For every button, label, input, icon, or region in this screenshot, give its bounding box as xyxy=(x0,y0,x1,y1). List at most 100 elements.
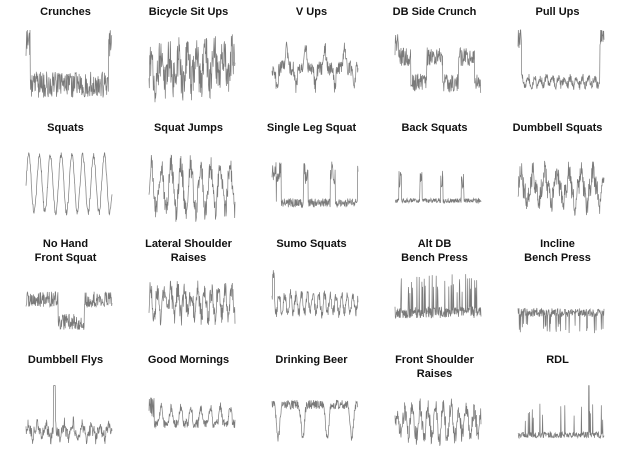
chart-panel: Single Leg Squat xyxy=(250,116,373,232)
signal-series-line xyxy=(25,385,113,445)
chart-title-line: Front Squat xyxy=(34,252,97,264)
chart-title: Dumbbell Squats xyxy=(496,121,619,135)
chart-panel: RDL xyxy=(496,348,619,464)
chart-title-line: DB Side Crunch xyxy=(392,6,477,18)
chart-panel: Dumbbell Squats xyxy=(496,116,619,232)
signal-series-line xyxy=(271,270,359,319)
chart-title-line: Bicycle Sit Ups xyxy=(148,6,229,18)
chart-panel: Pull Ups xyxy=(496,0,619,116)
chart-title-line: Bench Press xyxy=(401,252,468,264)
chart-title-line: Alt DB xyxy=(417,238,452,250)
chart-title: V Ups xyxy=(250,5,373,19)
chart-title: Pull Ups xyxy=(496,5,619,19)
chart-title-line: RDL xyxy=(546,354,569,366)
signal-plot xyxy=(271,399,359,442)
signal-plot xyxy=(394,170,482,205)
chart-title-line: Squat Jumps xyxy=(153,122,224,134)
chart-title: Squat Jumps xyxy=(127,121,250,135)
chart-title-line: No Hand xyxy=(42,238,89,250)
chart-title-line: Squats xyxy=(47,122,84,134)
signal-series-line xyxy=(271,161,359,209)
chart-title: Good Mornings xyxy=(127,353,250,367)
chart-title-line: Crunches xyxy=(40,6,91,18)
signal-series-line xyxy=(271,399,359,442)
chart-panel: Squats xyxy=(4,116,127,232)
signal-plot xyxy=(517,385,605,440)
signal-plot xyxy=(148,34,236,103)
signal-series-line xyxy=(25,29,113,98)
chart-panel: Bicycle Sit Ups xyxy=(127,0,250,116)
signal-series-line xyxy=(517,307,605,334)
signal-plot xyxy=(517,29,605,91)
signal-series-line xyxy=(148,154,236,222)
chart-title: Dumbbell Flys xyxy=(4,353,127,367)
chart-title-line: Good Mornings xyxy=(147,354,230,366)
chart-title-line: Back Squats xyxy=(401,122,468,134)
chart-title-line: Pull Ups xyxy=(535,6,580,18)
signal-plot xyxy=(517,307,605,334)
signal-plot xyxy=(148,397,236,429)
signal-plot xyxy=(148,280,236,326)
chart-title-line: Raises xyxy=(170,252,207,264)
signal-series-line xyxy=(517,29,605,91)
chart-title: Squats xyxy=(4,121,127,135)
signal-plot xyxy=(394,34,482,93)
chart-panel: Sumo Squats xyxy=(250,232,373,348)
signal-plot xyxy=(271,161,359,209)
chart-title-line: Single Leg Squat xyxy=(266,122,357,134)
chart-title: DB Side Crunch xyxy=(373,5,496,19)
chart-title-line: Dumbbell Flys xyxy=(27,354,104,366)
chart-title-line: Drinking Beer xyxy=(275,354,348,366)
chart-panel: Drinking Beer xyxy=(250,348,373,464)
chart-title: Back Squats xyxy=(373,121,496,135)
chart-title: Alt DB Bench Press xyxy=(373,237,496,265)
chart-title: Sumo Squats xyxy=(250,237,373,251)
chart-title: Single Leg Squat xyxy=(250,121,373,135)
signal-series-line xyxy=(394,398,482,446)
signal-series-line xyxy=(394,274,482,320)
signal-series-line xyxy=(517,385,605,440)
signal-plot xyxy=(394,398,482,446)
signal-series-line xyxy=(148,280,236,326)
chart-title-line: Incline xyxy=(540,238,575,250)
signal-plot xyxy=(394,274,482,320)
signal-plot xyxy=(25,385,113,445)
chart-panel: Alt DB Bench Press xyxy=(373,232,496,348)
chart-title-line: Dumbbell Squats xyxy=(512,122,603,134)
signal-plot xyxy=(271,41,359,93)
chart-panel: Squat Jumps xyxy=(127,116,250,232)
chart-title-line: V Ups xyxy=(295,6,328,18)
chart-title-line: Sumo Squats xyxy=(276,238,347,250)
signal-series-line xyxy=(517,160,605,216)
signal-series-line xyxy=(394,34,482,93)
chart-title: RDL xyxy=(496,353,619,367)
chart-title-line: Front Shoulder xyxy=(395,354,474,366)
signal-plot xyxy=(25,152,113,216)
chart-title-line: Lateral Shoulder xyxy=(145,238,232,250)
chart-title: Drinking Beer xyxy=(250,353,373,367)
signal-series-line xyxy=(25,291,113,331)
signal-series-line xyxy=(394,170,482,205)
signal-plot xyxy=(25,29,113,98)
signal-series-line xyxy=(148,34,236,103)
chart-panel: Good Mornings xyxy=(127,348,250,464)
signal-series-line xyxy=(25,152,113,216)
chart-panel: DB Side Crunch xyxy=(373,0,496,116)
chart-panel: Back Squats xyxy=(373,116,496,232)
signal-series-line xyxy=(271,41,359,93)
chart-title: Crunches xyxy=(4,5,127,19)
signal-plot xyxy=(148,154,236,222)
chart-panel: Dumbbell Flys xyxy=(4,348,127,464)
chart-title: Bicycle Sit Ups xyxy=(127,5,250,19)
signal-plot xyxy=(25,291,113,331)
chart-title-line: Bench Press xyxy=(524,252,591,264)
